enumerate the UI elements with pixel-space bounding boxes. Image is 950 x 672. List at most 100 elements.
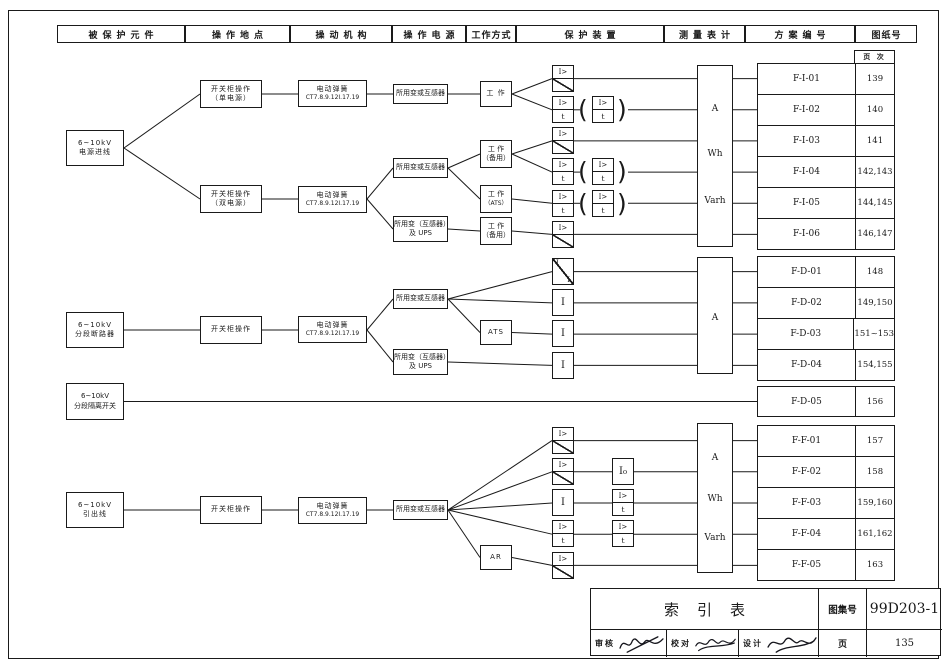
- element-label: 分段断路器: [75, 330, 115, 338]
- relay-overcurrent-instant-icon: I>: [552, 427, 574, 454]
- relay-current-label: I>: [553, 191, 573, 204]
- cabinet-operation-single-box: 开关柜操作 （单电源）: [200, 80, 262, 108]
- relay-current-label: I>: [593, 97, 613, 110]
- scheme-number: F-D-05: [791, 396, 822, 407]
- box-line: 所用变（互感器）: [394, 352, 450, 361]
- reviewer-signature: [619, 635, 664, 653]
- relay-current-label: I>: [553, 428, 573, 441]
- page-number: 142,143: [855, 157, 894, 187]
- box-line: CT7.8.9.12Ⅰ.17.19: [305, 94, 360, 102]
- page-number: 151~153: [853, 319, 894, 349]
- header-drawing-number: 图纸号: [855, 25, 917, 43]
- motor-spring-box: 电动弹簧 CT7.8.9.12Ⅰ.17.19: [298, 80, 367, 107]
- element-label: 电源进线: [79, 148, 111, 156]
- box-line: 工 作: [486, 89, 506, 98]
- relay-time-label: t: [621, 504, 625, 514]
- box-line: 开关柜操作: [211, 84, 251, 93]
- relay-time-label: t: [601, 173, 605, 183]
- ats-box: ATS: [480, 320, 512, 345]
- page-number: 158: [855, 457, 894, 487]
- relay-instant-cell: [553, 235, 573, 247]
- table-row: F-D-05 156: [758, 387, 894, 416]
- header-working-mode: 工作方式: [466, 25, 516, 43]
- header-operating-power: 操作电源: [392, 25, 466, 43]
- relay-overcurrent-time-icon: I> t: [552, 520, 574, 547]
- relay-overcurrent-instant-icon: I>: [552, 552, 574, 579]
- page-number: 156: [855, 387, 894, 416]
- motor-spring-box: 电动弹簧 CT7.8.9.12Ⅰ.17.19: [298, 497, 367, 524]
- scheme-number: F-F-04: [791, 529, 822, 539]
- page-column-header: 页 次: [854, 50, 895, 64]
- relay-overcurrent-time-icon: I> t: [552, 158, 574, 185]
- relay-instant-cell: [553, 441, 573, 453]
- table-row: F-I-06 146,147: [758, 218, 894, 249]
- relay-overcurrent-instant-icon: I>: [552, 65, 574, 92]
- box-line: CT7.8.9.12Ⅰ.17.19: [305, 511, 360, 519]
- parenthesis-open: (: [578, 95, 588, 124]
- meter-box-outgoing: A Wh Varh: [697, 423, 733, 573]
- ammeter-label: A: [711, 313, 719, 323]
- scheme-number: F-I-02: [793, 105, 820, 115]
- box-line: 开关柜操作: [211, 189, 251, 198]
- box-line: （双电源）: [211, 199, 251, 207]
- box-line: 电动弹簧: [316, 84, 349, 93]
- designer-signature: [767, 636, 817, 653]
- wh-meter-label: Wh: [707, 149, 723, 159]
- relay-current-label: I: [556, 259, 559, 267]
- scheme-number: F-I-05: [793, 198, 820, 208]
- reviewer-cell: 审核: [591, 630, 666, 657]
- source-section-breaker-box: 6~10kV 分段断路器: [66, 312, 124, 348]
- page-number: 161,162: [855, 519, 894, 549]
- relay-current-label: I>: [553, 66, 573, 79]
- voltage-label: 6~10kV: [77, 138, 113, 147]
- relay-current-label: I>: [553, 521, 573, 534]
- page-number: 141: [855, 126, 894, 156]
- relay-current-label: I>: [553, 97, 573, 110]
- relay-instant-cell: [553, 141, 573, 153]
- parenthesis-open: (: [578, 157, 588, 186]
- designer-cell: 设计: [738, 630, 818, 657]
- element-label: 引出线: [83, 510, 107, 518]
- page-number: 139: [855, 64, 894, 94]
- relay-current-label: I: [561, 328, 565, 339]
- relay-instant-cell: [553, 472, 573, 484]
- voltage-label: 6~10kV: [77, 500, 113, 509]
- element-label: 分段隔离开关: [74, 401, 116, 410]
- page-number: 154,155: [855, 350, 894, 380]
- proofreader-label: 校对: [671, 639, 691, 648]
- source-incoming-line-box: 6~10kV 电源进线: [66, 130, 124, 166]
- box-line: 所用变或互感器: [396, 89, 445, 98]
- parenthesis-close: ): [617, 95, 627, 124]
- aux-transformer-ups-box: 所用变（互感器） 及 UPS: [393, 216, 450, 242]
- motor-spring-box: 电动弹簧 CT7.8.9.12Ⅰ.17.19: [298, 316, 367, 343]
- relay-current-label: I>: [553, 553, 573, 566]
- motor-spring-box: 电动弹簧 CT7.8.9.12Ⅰ.17.19: [298, 186, 367, 213]
- relay-time-label: t: [561, 535, 565, 545]
- scheme-number: F-D-01: [791, 267, 822, 277]
- work-standby-mode-box: 工 作 （备用）: [480, 140, 512, 168]
- box-line: 及 UPS: [408, 362, 432, 370]
- aux-transformer-ups-box: 所用变（互感器） 及 UPS: [393, 349, 450, 375]
- header-operating-mechanism: 操动机构: [290, 25, 392, 43]
- source-outgoing-line-box: 6~10kV 引出线: [66, 492, 124, 528]
- relay-time-label: t: [561, 111, 565, 121]
- aux-transformer-box: 所用变或互感器: [393, 500, 448, 520]
- box-line: 电动弹簧: [316, 501, 349, 510]
- page-number: 146,147: [855, 219, 894, 249]
- box-line: 电动弹簧: [316, 320, 349, 329]
- box-line: 及 UPS: [408, 229, 432, 237]
- relay-current-label: I>: [593, 159, 613, 172]
- box-line: 所用变（互感器）: [394, 219, 450, 228]
- ammeter-label: A: [711, 453, 719, 463]
- box-line: 电动弹簧: [316, 190, 349, 199]
- box-line: 工 作: [487, 190, 505, 199]
- scheme-number: F-D-03: [790, 329, 822, 339]
- relay-current-label: I>: [553, 222, 573, 235]
- page-number: 144,145: [855, 188, 894, 218]
- scheme-number: F-F-01: [791, 436, 822, 446]
- scheme-number: F-I-06: [793, 229, 820, 239]
